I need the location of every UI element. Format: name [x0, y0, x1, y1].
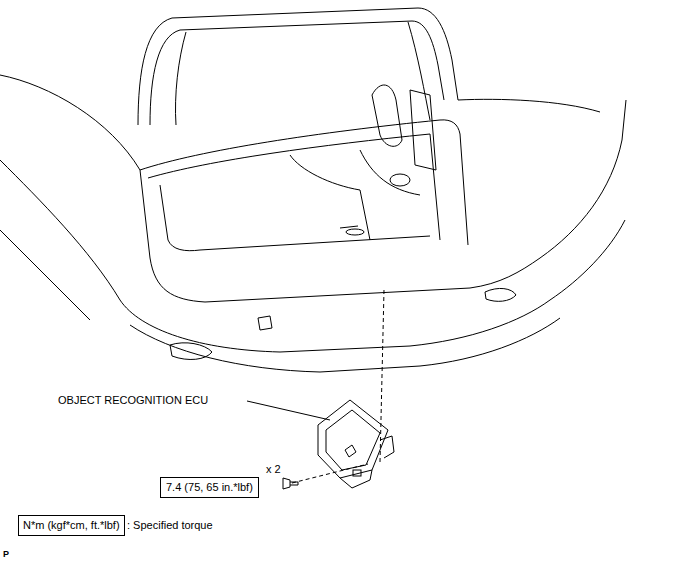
torque-value: N*m (kgf*cm, ft.*lbf) [23, 519, 120, 532]
trunk-lid-inner [150, 21, 444, 125]
part-name: OBJECT RECOGNITION ECU [58, 394, 208, 407]
trunk-lid-edge [175, 32, 186, 125]
body-shoulder [458, 99, 600, 112]
bracket [390, 174, 410, 186]
trunk-opening [140, 120, 468, 245]
body-outline [0, 75, 626, 302]
bolt-line [292, 464, 368, 483]
plate-mark [340, 226, 358, 228]
bumper [0, 160, 625, 352]
latch [346, 229, 364, 235]
install-line [380, 290, 384, 462]
bumper-lower [130, 318, 560, 372]
bolt [283, 478, 298, 489]
exhaust [485, 288, 516, 301]
ecu [318, 400, 394, 488]
page-mark: P [3, 548, 9, 561]
side-trim [410, 90, 436, 170]
trunk-lid-outer [138, 8, 458, 125]
hinge-arm [372, 85, 402, 146]
torque-value: 7.4 (75, 65 in.*lbf) [166, 481, 253, 494]
legend-box: N*m (kgf*cm, ft.*lbf) [18, 515, 125, 536]
leader-line [247, 401, 330, 420]
rear-fender [0, 230, 90, 320]
trunk-opening-inner [148, 134, 440, 240]
quantity: x 2 [266, 463, 281, 476]
legend-note: : Specified torque [127, 519, 213, 532]
reflector [258, 316, 272, 330]
exhaust [170, 343, 212, 360]
trunk-floor [160, 185, 430, 251]
trunk-side-panel [290, 155, 370, 240]
torque-box: 7.4 (75, 65 in.*lbf) [160, 477, 259, 498]
trunk-trim [360, 150, 420, 195]
